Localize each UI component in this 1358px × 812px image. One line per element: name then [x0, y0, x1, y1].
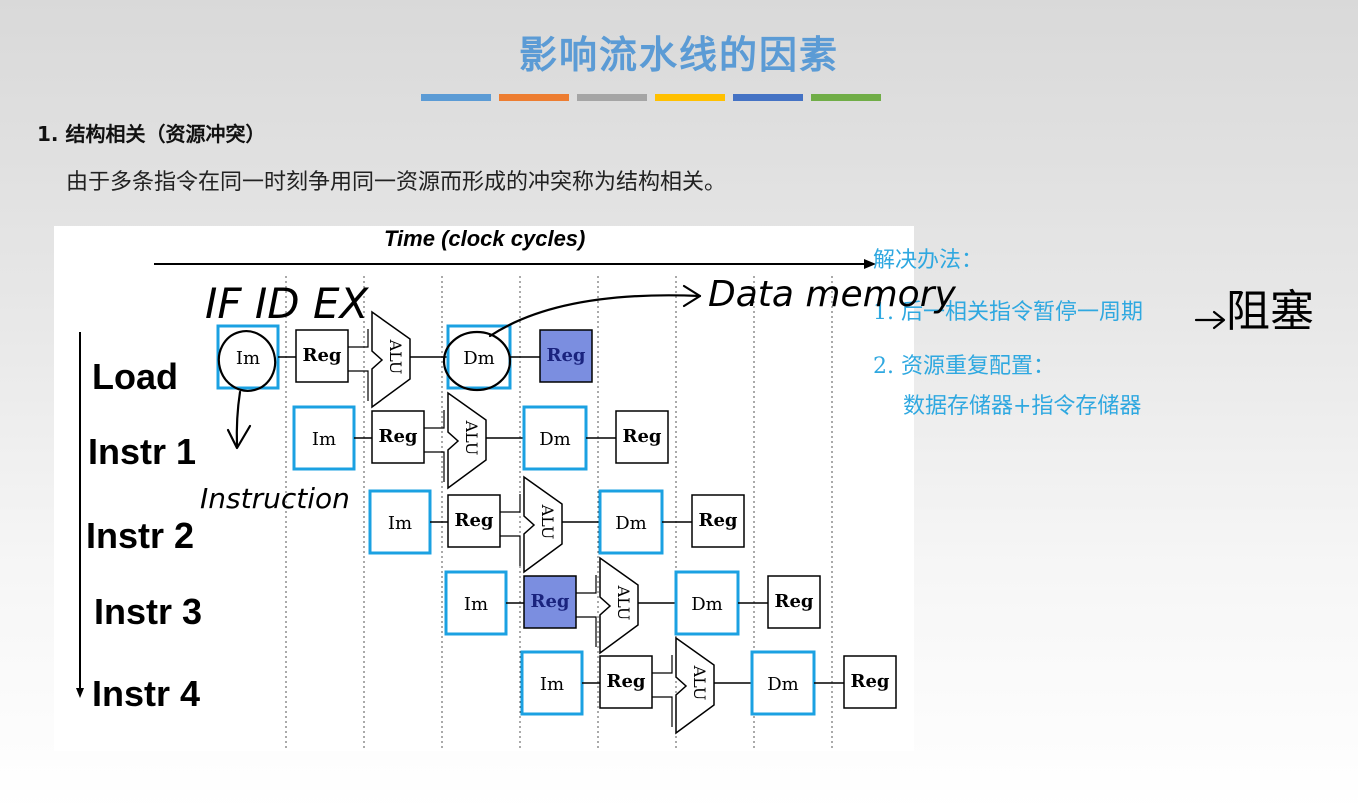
alu-input-wire [652, 655, 673, 674]
alu-stage [599, 556, 639, 655]
pipeline-row: Im Reg ALU Dm Reg [520, 636, 897, 735]
accent-bar [733, 94, 803, 101]
alu-input-wire [576, 616, 597, 647]
reg-write-stage [539, 329, 593, 383]
alu-stage [371, 310, 411, 409]
reg-label: Reg [455, 510, 494, 531]
reg-label: Reg [851, 671, 890, 692]
alu-input-wire [348, 329, 369, 348]
alu-stage [675, 636, 715, 735]
alu-input-wire [500, 535, 521, 566]
dm-label: Dm [767, 674, 799, 695]
row-label: Instr 2 [86, 515, 194, 556]
alu-input-wire [424, 451, 445, 482]
reg-read-stage [523, 575, 577, 629]
instruction-axis-arrowhead [76, 688, 84, 698]
blocking-arrow-head [1212, 310, 1226, 330]
section-description: 由于多条指令在同一时刻争用同一资源而形成的冲突称为结构相关。 [66, 170, 727, 195]
dm-label: Dm [539, 429, 571, 450]
solution-item-2: 2. 资源重复配置： [873, 354, 1055, 379]
pipeline-row: Im Reg ALU Dm Reg [368, 475, 745, 574]
reg-label: Reg [303, 345, 342, 366]
reg-label: Reg [699, 510, 738, 531]
time-axis-arrowhead [864, 259, 876, 269]
alu-input-wire [500, 494, 521, 513]
pipeline-row: Im Reg ALU Dm Reg [444, 556, 821, 655]
solution-item-2-detail: 数据存储器+指令存储器 [903, 394, 1142, 419]
reg-write-stage [615, 410, 669, 464]
accent-bar [577, 94, 647, 101]
alu-input-wire [424, 410, 445, 429]
reg-label: Reg [775, 591, 814, 612]
im-label: Im [388, 513, 412, 534]
accent-bar [499, 94, 569, 101]
im-label: Im [312, 429, 336, 450]
reg-read-stage [295, 329, 349, 383]
pipeline-row: Im Reg ALU Dm Reg [216, 310, 593, 409]
alu-stage [447, 391, 487, 490]
handwritten-blocking-label: 阻塞 [1226, 286, 1314, 337]
alu-input-wire [348, 370, 369, 401]
im-label: Im [236, 348, 260, 369]
alu-input-wire [652, 696, 673, 727]
solution-title: 解决办法： [873, 248, 984, 273]
alu-label: ALU [690, 665, 709, 701]
alu-label: ALU [538, 504, 557, 540]
im-label: Im [540, 674, 564, 695]
reg-label: Reg [531, 591, 570, 612]
section-heading: 1. 结构相关（资源冲突） [37, 122, 266, 146]
accent-bar [811, 94, 881, 101]
dm-stage [750, 650, 816, 716]
dm-stage [674, 570, 740, 636]
reg-label: Reg [547, 345, 586, 366]
alu-label: ALU [462, 420, 481, 456]
dm-stage [522, 405, 588, 471]
row-label: Instr 4 [92, 673, 200, 714]
reg-label: Reg [623, 426, 662, 447]
dm-label: Dm [463, 348, 495, 369]
reg-write-stage [843, 655, 897, 709]
im-stage [292, 405, 356, 471]
row-label: Load [92, 356, 178, 397]
reg-read-stage [371, 410, 425, 464]
slide-title: 影响流水线的因素 [518, 33, 839, 77]
alu-label: ALU [386, 339, 405, 375]
dm-label: Dm [691, 594, 723, 615]
alu-input-wire [576, 575, 597, 594]
im-label: Im [464, 594, 488, 615]
dm-label: Dm [615, 513, 647, 534]
row-label: Instr 3 [94, 591, 202, 632]
accent-bars [421, 94, 881, 101]
reg-write-stage [691, 494, 745, 548]
reg-label: Reg [379, 426, 418, 447]
row-label: Instr 1 [88, 431, 196, 472]
reg-read-stage [599, 655, 653, 709]
solution-item-1: 1. 后一相关指令暂停一周期 [873, 300, 1143, 325]
accent-bar [655, 94, 725, 101]
reg-label: Reg [607, 671, 646, 692]
reg-write-stage [767, 575, 821, 629]
time-axis-label: Time (clock cycles) [384, 226, 585, 251]
alu-label: ALU [614, 585, 633, 621]
alu-stage [523, 475, 563, 574]
im-stage [444, 570, 508, 636]
reg-read-stage [447, 494, 501, 548]
accent-bar [421, 94, 491, 101]
pipeline-row: Im Reg ALU Dm Reg [292, 391, 669, 490]
